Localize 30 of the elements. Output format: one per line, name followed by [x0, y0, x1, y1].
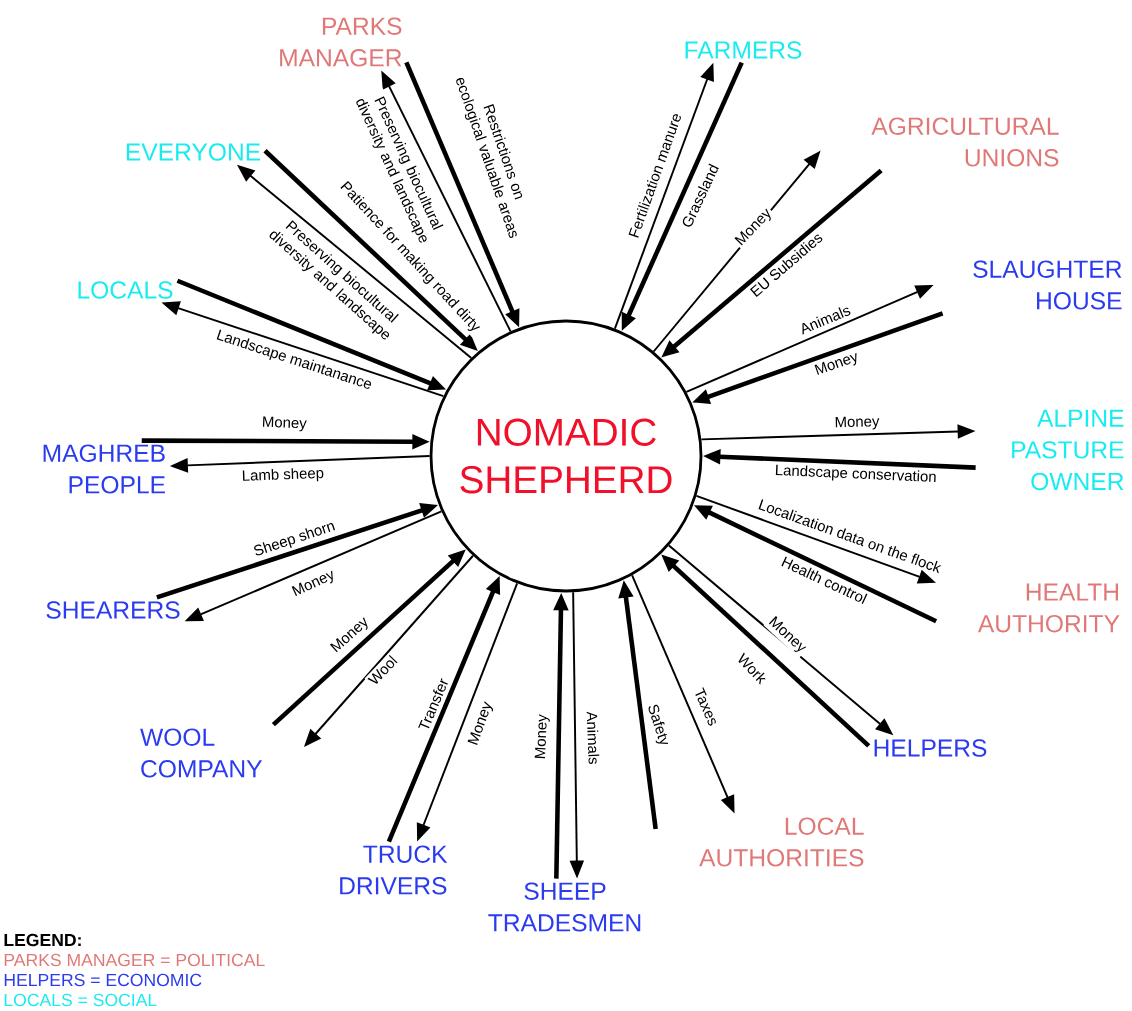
edge-label: Money: [832, 414, 882, 433]
stakeholder-label: ALPINE PASTURE OWNER: [1012, 409, 1124, 491]
stakeholder-label: HEALTH AUTHORITY: [977, 583, 1120, 633]
edge-label: Money: [811, 348, 863, 381]
stakeholder-label: EVERYONE: [126, 143, 261, 161]
legend-entry: LOCALS = SOCIAL: [4, 993, 157, 1007]
edge-label: Animals: [584, 709, 602, 767]
stakeholder-label: LOCAL AUTHORITIES: [699, 817, 864, 867]
stakeholder-label: TRUCK DRIVERS: [340, 845, 448, 895]
stakeholder-label: SLAUGHTER HOUSE: [973, 260, 1122, 310]
edge-label: Lamb sheep: [239, 465, 327, 486]
stakeholder-label: MAGHREB PEOPLE: [43, 444, 165, 494]
stakeholder-label: WOOL COMPANY: [140, 728, 263, 778]
edge-label: Money: [532, 712, 552, 762]
edge-label: Safety: [642, 700, 674, 750]
stakeholder-label: LOCALS: [78, 281, 173, 299]
stakeholder-label: SHEEP TRADESMEN: [488, 882, 641, 932]
edge-label: Sheep shorn: [249, 517, 340, 562]
stakeholder-label: AGRICULTURAL UNIONS: [871, 117, 1059, 167]
edge-label: Money: [259, 414, 309, 434]
stakeholder-label: HELPERS: [874, 739, 987, 757]
stakeholder-label: FARMERS: [685, 41, 802, 59]
legend-title: LEGEND:: [4, 933, 81, 947]
legend-entry: HELPERS = ECONOMIC: [4, 973, 202, 987]
edge-label: Money: [288, 566, 340, 602]
edge-label: Taxes: [691, 684, 722, 730]
edge-label: Landscape conservation: [772, 462, 939, 487]
stakeholder-label: PARKS MANAGER: [280, 17, 402, 67]
legend-entry: PARKS MANAGER = POLITICAL: [4, 953, 265, 967]
stakeholder-label: SHEARERS: [46, 601, 180, 619]
